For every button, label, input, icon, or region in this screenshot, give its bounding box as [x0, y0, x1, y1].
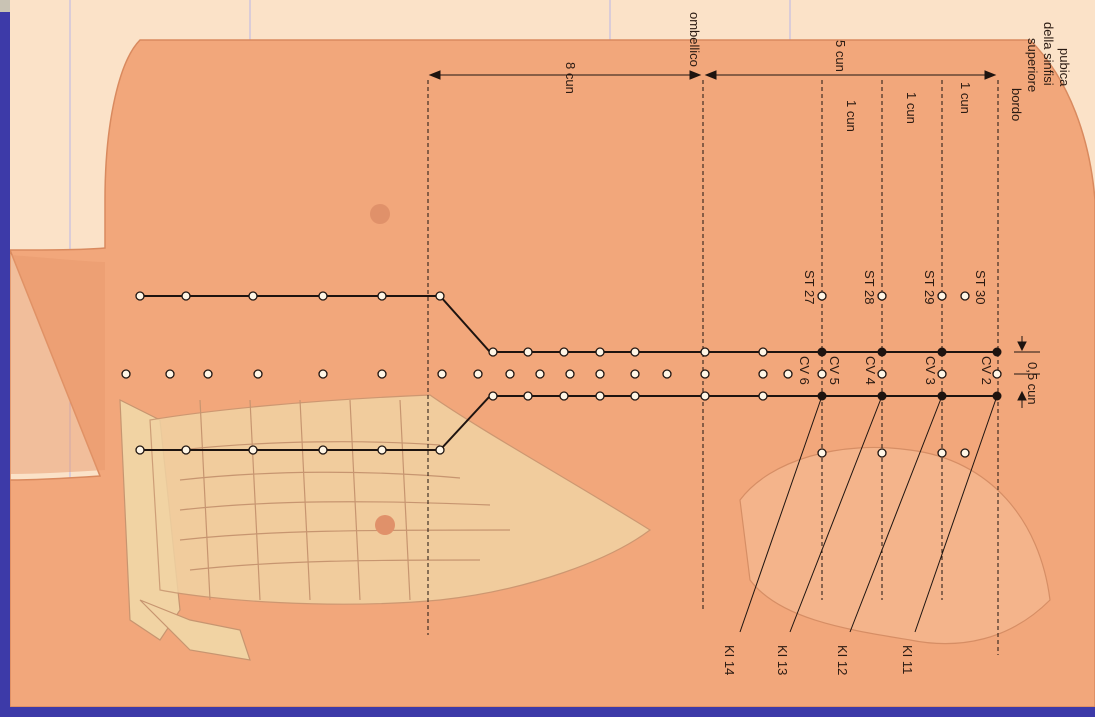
label-1cun-b: 1 cun [904, 92, 919, 124]
label-ombellico: ombellico [687, 12, 702, 67]
label-sinfisi: della sinfisi [1041, 22, 1056, 86]
label-cv3: CV 3 [923, 356, 938, 385]
label-st27: ST 27 [802, 270, 817, 304]
label-cv2: CV 2 [979, 356, 994, 385]
label-ki11: KI 11 [900, 645, 915, 674]
label-1cun-a: 1 cun [844, 100, 859, 132]
anatomical-illustration: 8 cun ombellico 5 cun 1 cun 1 cun 1 cun … [10, 0, 1095, 707]
label-cv4: CV 4 [863, 356, 878, 385]
label-superiore: superiore [1025, 38, 1040, 92]
label-cv5: CV 5 [827, 356, 842, 385]
acupuncture-diagram: 8 cun ombellico 5 cun 1 cun 1 cun 1 cun … [10, 0, 1095, 707]
nipple [370, 204, 390, 224]
neck-shadow [10, 255, 105, 474]
label-1cun-c: 1 cun [958, 82, 973, 114]
label-st30: ST 30 [973, 270, 988, 304]
label-st28: ST 28 [862, 270, 877, 304]
label-half-cun: 0,5 cun [1025, 362, 1040, 405]
label-ki13: KI 13 [775, 645, 790, 675]
label-5cun: 5 cun [833, 40, 848, 72]
label-ki14: KI 14 [722, 645, 737, 675]
label-bordo: bordo [1009, 88, 1024, 121]
nipple [375, 515, 395, 535]
label-cv6: CV 6 [797, 356, 812, 385]
label-ki12: KI 12 [835, 645, 850, 675]
label-pubica: pubica [1057, 48, 1072, 87]
label-st29: ST 29 [922, 270, 937, 304]
label-8cun: 8 cun [563, 62, 578, 94]
